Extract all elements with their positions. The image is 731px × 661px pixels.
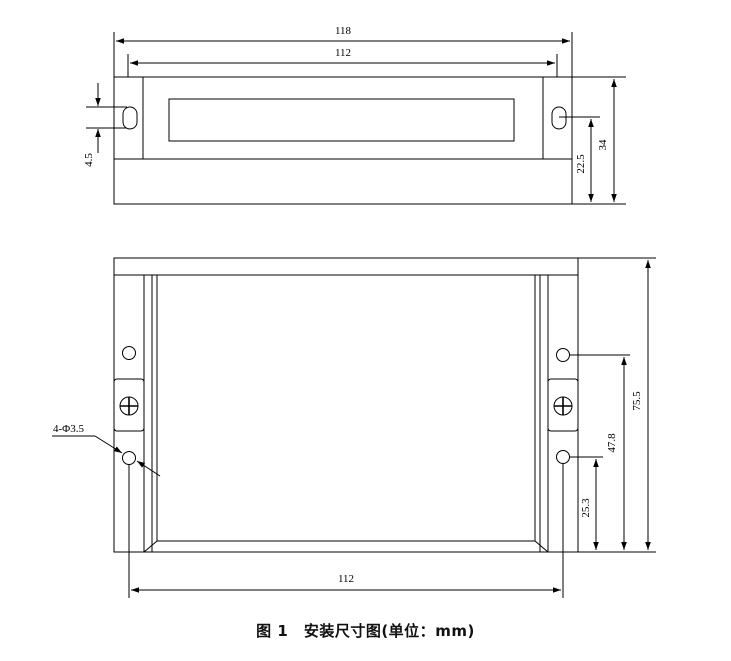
- dim-width-inner: 112: [335, 47, 351, 59]
- top-outline: [113, 257, 579, 553]
- callout-leader-1: [94, 435, 123, 454]
- right-terminal-block: [547, 378, 579, 432]
- front-flange: [113, 76, 573, 160]
- left-screw-icon: [119, 396, 139, 416]
- dim-hole-y-low: 25.3: [580, 498, 592, 518]
- hole-callout: 4-Φ3.5: [53, 423, 84, 435]
- dim-hole-y-high: 47.8: [606, 433, 618, 453]
- left-top-hole: [122, 346, 136, 360]
- front-window: [168, 98, 515, 142]
- right-bottom-hole: [556, 450, 570, 464]
- dim-hole-height: 22.5: [575, 154, 587, 174]
- front-base: [113, 158, 573, 205]
- figure-caption: 图 1 安装尺寸图(单位：mm): [256, 622, 475, 640]
- dim-slot-width: 4.5: [83, 153, 95, 167]
- front-center-block: [142, 76, 544, 160]
- right-screw-icon: [553, 396, 573, 416]
- dim-height: 34: [597, 139, 609, 151]
- left-terminal-block: [113, 378, 145, 432]
- dim-width-outer: 118: [335, 25, 352, 37]
- callout-leader-2: [136, 460, 161, 477]
- left-slot: [122, 106, 138, 130]
- left-bottom-hole: [122, 451, 136, 465]
- right-top-hole: [556, 348, 570, 362]
- right-slot: [551, 106, 567, 130]
- top-inner-panel: [156, 274, 536, 542]
- dim-depth: 75.5: [631, 391, 643, 411]
- front-view: [113, 76, 573, 205]
- top-view: [113, 257, 579, 553]
- dim-hole-spacing: 112: [338, 573, 354, 585]
